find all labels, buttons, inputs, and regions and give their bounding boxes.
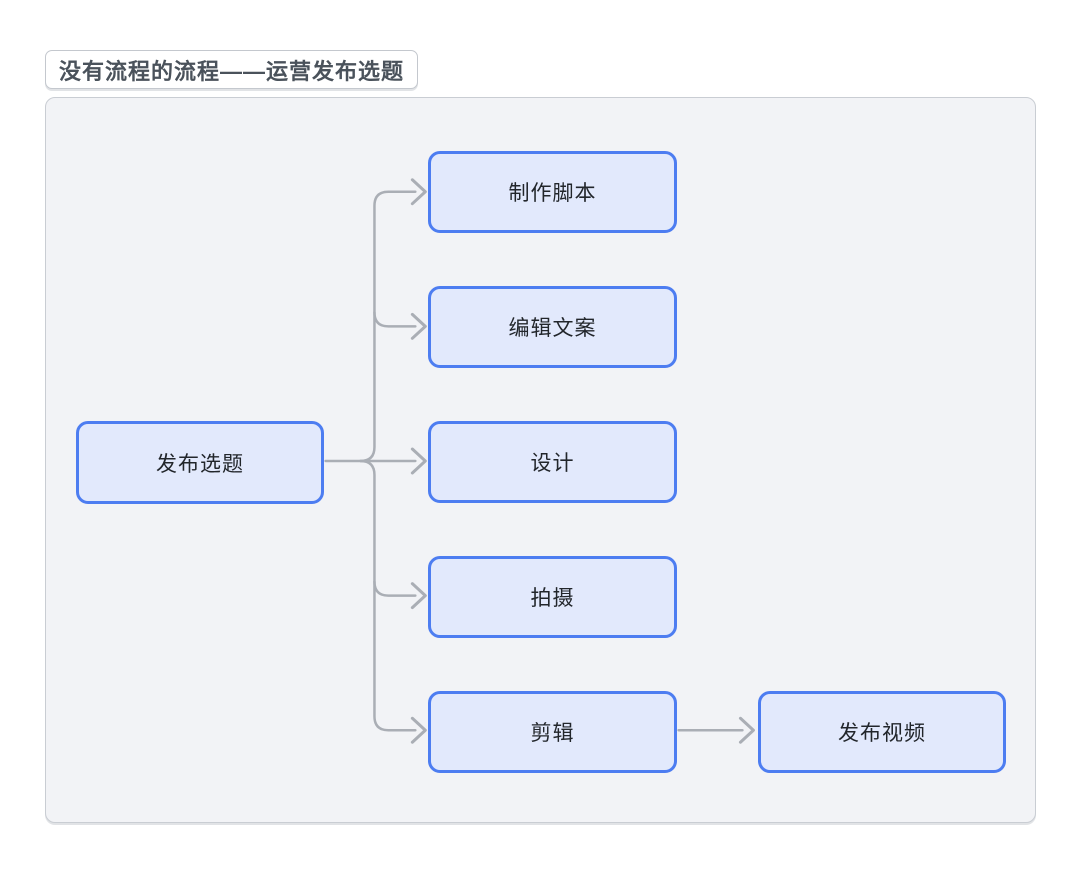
node-shoot[interactable]: 拍摄: [428, 556, 677, 638]
arrowhead-icon: [410, 716, 427, 744]
node-label: 制作脚本: [508, 182, 597, 205]
node-label: 拍摄: [530, 587, 575, 610]
arrowhead-icon: [410, 447, 427, 475]
edge-line-trunk-lower: [359, 459, 417, 732]
node-label: 发布选题: [156, 452, 244, 476]
node-label: 设计: [530, 452, 575, 475]
edge-line-to-edit-copy: [373, 311, 417, 328]
node-label: 剪辑: [530, 722, 575, 745]
node-label: 编辑文案: [508, 317, 597, 340]
flowchart-canvas: 发布选题 制作脚本 编辑文案 设计 拍摄 剪辑 发布视频: [45, 97, 1036, 823]
arrowhead-icon: [738, 716, 755, 744]
node-publish-video[interactable]: 发布视频: [758, 691, 1006, 773]
node-publish-topic[interactable]: 发布选题: [76, 421, 324, 504]
node-make-script[interactable]: 制作脚本: [428, 151, 677, 233]
node-design[interactable]: 设计: [428, 421, 677, 503]
edge-line-trunk-upper: [359, 190, 417, 463]
arrowhead-icon: [410, 312, 427, 340]
edge-line-to-shoot: [373, 580, 417, 597]
diagram-title[interactable]: 没有流程的流程——运营发布选题: [45, 50, 419, 89]
arrowhead-icon: [410, 582, 427, 610]
arrowhead-icon: [410, 178, 427, 206]
node-cut[interactable]: 剪辑: [428, 691, 677, 773]
node-label: 发布视频: [838, 722, 926, 745]
node-edit-copy[interactable]: 编辑文案: [428, 286, 677, 368]
